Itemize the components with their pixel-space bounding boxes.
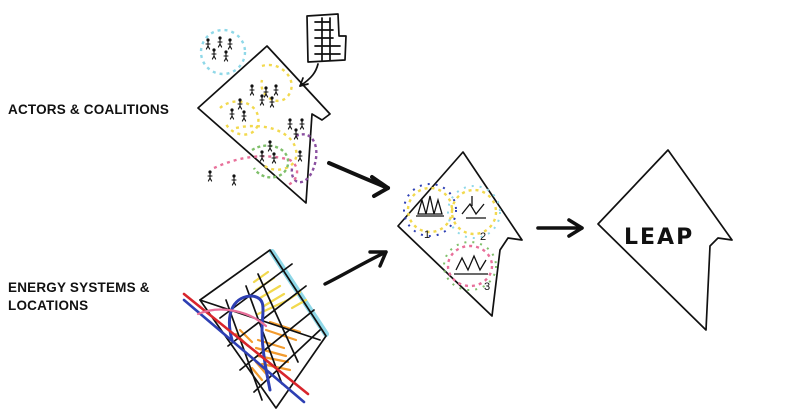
arrow-energy-to-middle <box>323 250 388 286</box>
actors-map-outline <box>197 45 331 204</box>
leap-map-outline <box>597 149 733 331</box>
yellow-coalition-2 <box>219 100 260 136</box>
zone-3: 3 <box>443 241 497 293</box>
arrow-middle-to-leap <box>536 218 584 238</box>
actor-figures <box>205 35 305 186</box>
yellow-coalition-3 <box>235 124 298 171</box>
zone-number-1: 1 <box>424 229 430 241</box>
label-energy-line1: ENERGY SYSTEMS & <box>8 280 150 295</box>
label-energy-systems-locations: ENERGY SYSTEMS & LOCATIONS <box>8 279 150 315</box>
zone-number-2: 2 <box>480 231 486 243</box>
cyan-coalition-bubble <box>199 28 247 76</box>
energy-map-outline <box>199 249 327 409</box>
arrow-actors-to-middle <box>327 161 390 198</box>
combined-map-outline <box>397 151 523 317</box>
energy-pink-curve <box>196 308 268 328</box>
zone-number-3: 3 <box>484 281 490 293</box>
inset-detail-box <box>299 13 347 87</box>
energy-blue-line <box>182 298 306 404</box>
label-energy-line2: LOCATIONS <box>8 298 89 313</box>
zone-2: 2 <box>447 185 501 243</box>
yellow-coalition-1 <box>260 63 293 103</box>
label-actors-coalitions: ACTORS & COALITIONS <box>8 102 170 117</box>
leap-text: LEAP <box>624 225 694 250</box>
leap-map: LEAP <box>597 149 733 331</box>
energy-map <box>182 249 329 409</box>
purple-coalition <box>290 133 318 184</box>
combined-map: 1 2 3 <box>397 151 523 317</box>
pink-coalition <box>213 155 299 188</box>
green-coalition <box>251 144 290 179</box>
actors-map <box>197 13 347 204</box>
energy-grid <box>199 263 321 401</box>
